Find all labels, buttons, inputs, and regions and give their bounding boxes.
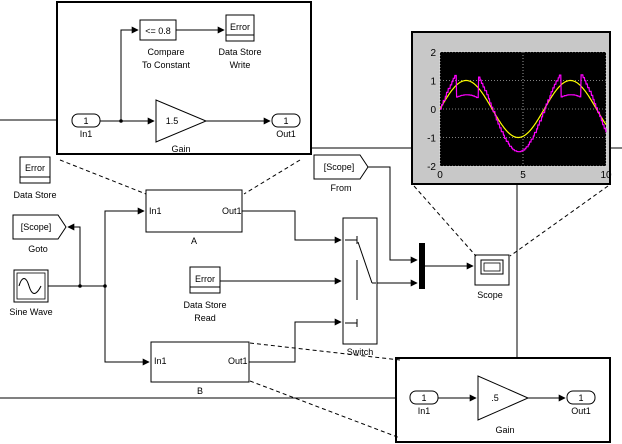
- a-gain-label: Gain: [171, 144, 190, 154]
- callout-b-top: [249, 342, 401, 361]
- callout-a-left: [59, 159, 147, 195]
- data-store-read-text: Error: [195, 274, 215, 284]
- scope-xtick-label: 0: [437, 170, 443, 181]
- from-label: From: [331, 183, 352, 193]
- data-store-memory-block[interactable]: Error: [19, 156, 51, 184]
- compare-to-constant-text: <= 0.8: [145, 26, 171, 36]
- wire-b-switch: [249, 318, 342, 363]
- a-out1-port[interactable]: [271, 113, 301, 128]
- subsystem-a-outport: Out1: [222, 206, 242, 216]
- a-in1-label: In1: [80, 129, 93, 139]
- switch-label: Switch: [347, 347, 374, 357]
- subsystem-a-inport: In1: [149, 206, 162, 216]
- wire-sine-a: [104, 207, 145, 286]
- b-gain-value: .5: [491, 393, 499, 403]
- a-gain-value: 1.5: [166, 116, 179, 126]
- a-out1-port-number: 1: [283, 116, 288, 126]
- scope-ytick-label: -1: [427, 134, 436, 145]
- sine-wave-block[interactable]: [13, 269, 49, 303]
- scope-ytick-label: 0: [430, 105, 436, 116]
- b-out1-port-number: 1: [578, 393, 583, 403]
- subsystem-b-outport: Out1: [228, 356, 248, 366]
- scope-xtick-label: 10: [600, 170, 612, 181]
- mux-block[interactable]: [419, 243, 425, 289]
- subsystem-b-detail-panel: 1 In1 .5 Gain 1 Out1: [395, 357, 611, 443]
- subsystem-a-label: A: [191, 236, 197, 246]
- b-out1-port[interactable]: [566, 390, 596, 405]
- goto-text: [Scope]: [21, 222, 52, 232]
- scope-grid: [439, 51, 607, 167]
- b-gain-label: Gain: [495, 425, 514, 435]
- a-in1-port-number: 1: [83, 116, 88, 126]
- data-store-write-label-line1: Data Store: [218, 47, 261, 57]
- subsystem-b-label: B: [197, 386, 203, 396]
- b-out1-label: Out1: [571, 406, 591, 416]
- wire-a-switch: [242, 210, 342, 244]
- callout-scope-right: [509, 185, 609, 257]
- b-in1-label: In1: [418, 406, 431, 416]
- data-store-read-block[interactable]: Error: [189, 266, 221, 294]
- subsystem-a-block[interactable]: In1 Out1: [145, 189, 243, 233]
- b-gain-block[interactable]: [477, 375, 530, 421]
- data-store-memory-text: Error: [25, 163, 45, 173]
- data-store-memory-label: Data Store: [13, 190, 56, 200]
- scope-trace-magenta: [440, 74, 607, 153]
- wire-a-in1-compare: [120, 26, 139, 121]
- goto-label: Goto: [28, 244, 48, 254]
- scope-ytick-label: -2: [427, 162, 436, 173]
- compare-label-line1: Compare: [147, 47, 184, 57]
- wire-sine-b: [104, 286, 150, 366]
- goto-block[interactable]: [Scope]: [12, 214, 67, 240]
- scope-ytick-label: 1: [430, 77, 436, 88]
- compare-label-line2: To Constant: [142, 60, 191, 70]
- data-store-write-text: Error: [230, 22, 250, 32]
- b-in1-port-number: 1: [421, 393, 426, 403]
- data-store-write-block[interactable]: [225, 14, 255, 42]
- scope-block[interactable]: [474, 254, 510, 286]
- subsystem-b-inport: In1: [154, 356, 167, 366]
- sine-wave-label: Sine Wave: [9, 307, 52, 317]
- a-gain-block[interactable]: [155, 99, 208, 143]
- data-store-write-label-line2: Write: [230, 60, 251, 70]
- scope-ytick-label: 2: [430, 48, 436, 59]
- data-store-read-label-line1: Data Store: [183, 300, 226, 310]
- from-text: [Scope]: [324, 162, 355, 172]
- callout-a-right: [243, 159, 301, 195]
- wire-sine-goto: [67, 223, 81, 286]
- data-store-read-label-line2: Read: [194, 313, 216, 323]
- scope-label: Scope: [477, 290, 503, 300]
- a-out1-label: Out1: [276, 129, 296, 139]
- scope-xtick-label: 5: [520, 170, 526, 181]
- from-block[interactable]: [Scope]: [313, 154, 369, 180]
- switch-block[interactable]: [342, 217, 378, 345]
- wire-from-mux: [368, 166, 418, 264]
- subsystem-a-detail-panel: 1 In1 <= 0.8 Compare To Constant Error D…: [56, 1, 312, 155]
- callout-scope-left: [413, 185, 477, 257]
- subsystem-b-block[interactable]: In1 Out1: [150, 341, 250, 383]
- callout-b-bottom: [249, 380, 401, 439]
- scope-trace-yellow: [439, 79, 607, 139]
